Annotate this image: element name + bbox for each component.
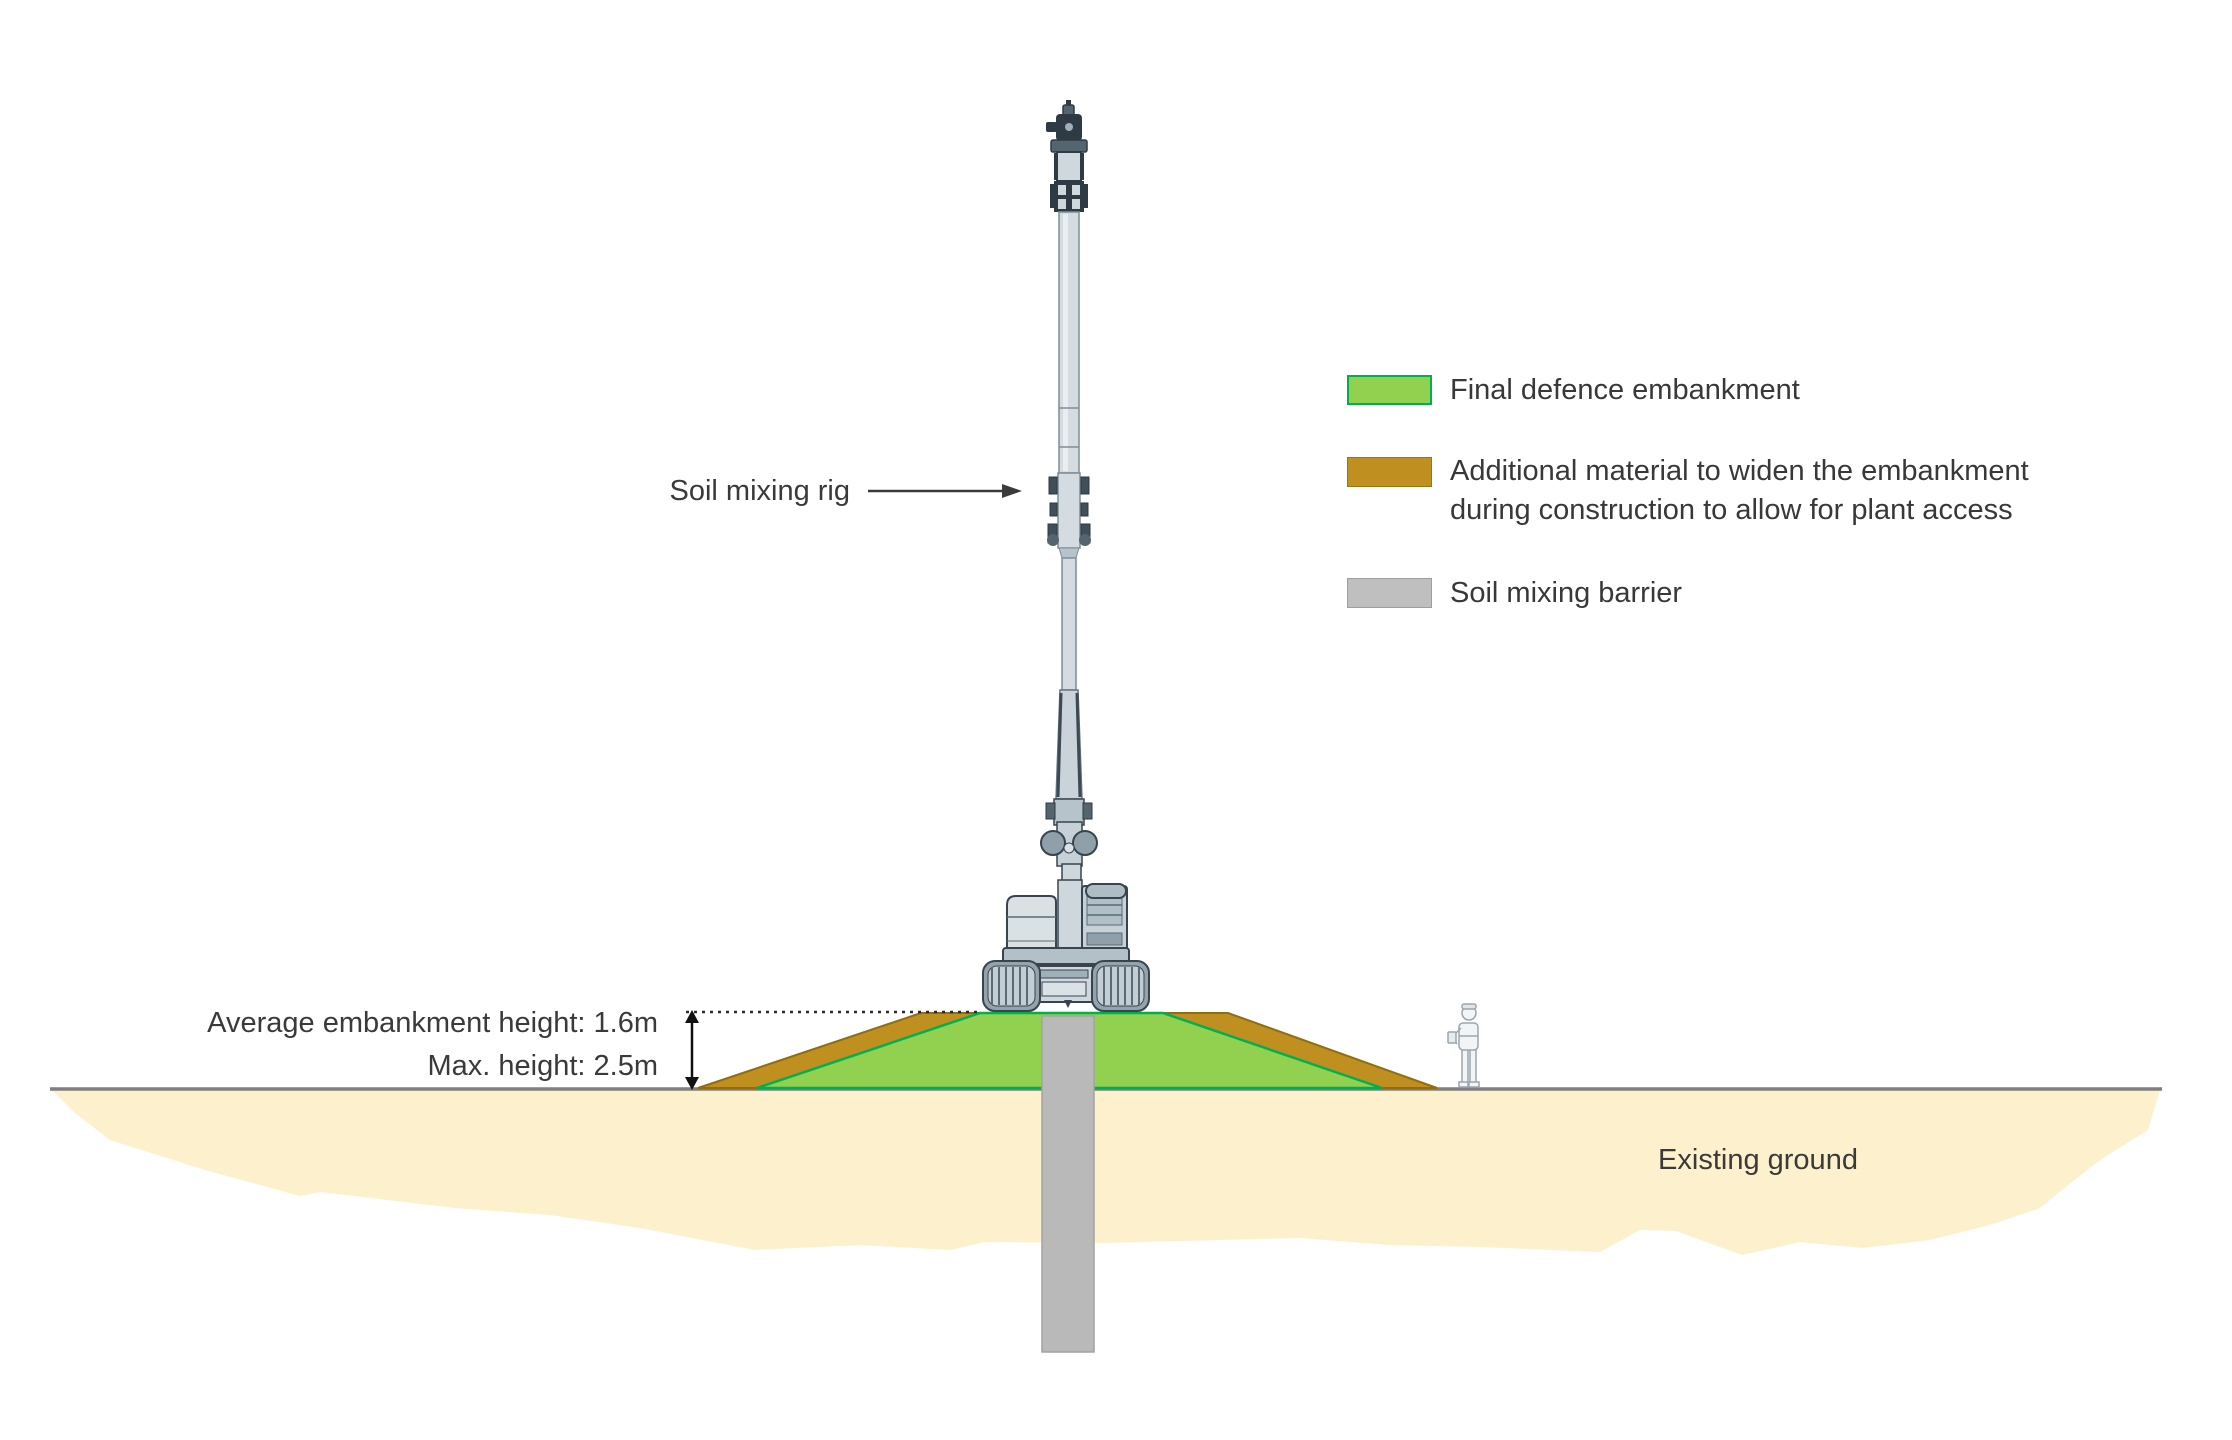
embankment-height-labels: Average embankment height: 1.6m Max. hei… [120,1002,658,1088]
right-track [1091,960,1150,1012]
left-track [982,960,1041,1012]
existing-ground-shape [52,1090,2160,1255]
average-height-label: Average embankment height: 1.6m [207,1007,658,1039]
height-arrow [685,1010,699,1090]
max-height-label: Max. height: 2.5m [427,1050,659,1082]
legend-item-soil-mixing-barrier: Soil mixing barrier [1347,578,1682,608]
legend-label-soil-mixing-barrier: Soil mixing barrier [1450,577,1683,609]
soil-mixing-rig-illustration [982,100,1150,1012]
rig-pointer-arrow [868,484,1022,498]
legend-item-additional-material: Additional material to widen the embankm… [1347,455,2110,530]
person-figure [1447,1003,1480,1088]
legend-label-final-embankment: Final defence embankment [1450,374,1800,406]
rig-base-machine [982,879,1150,1012]
legend-label-additional-material: Additional material to widen the embankm… [1450,455,2029,526]
legend-item-final-embankment: Final defence embankment [1347,375,1800,405]
soil-mixing-rig-label: Soil mixing rig [669,475,851,507]
rig-mast [1040,100,1098,887]
soil-mixing-barrier-shape [1041,1015,1095,1353]
additional-material-swatch [1347,457,1432,487]
existing-ground-label: Existing ground [1658,1144,1858,1176]
soil-mixing-barrier-swatch [1347,578,1432,608]
final-embankment-swatch [1347,375,1432,405]
